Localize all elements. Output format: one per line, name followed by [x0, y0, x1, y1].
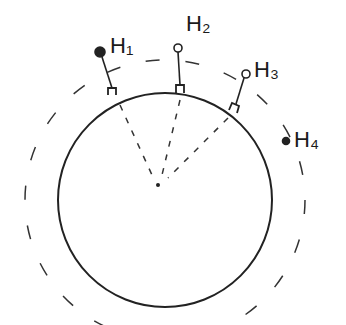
particle-label: H₁ [108, 34, 135, 58]
tethers [102, 52, 244, 104]
radial-dashes [120, 100, 228, 178]
dashed-field [25, 60, 305, 325]
binding-pegs [108, 85, 239, 113]
particle-dots [95, 44, 290, 145]
particle-label: H₄ [292, 128, 321, 152]
center-dot [156, 183, 160, 187]
particle-label: H₃ [252, 58, 281, 82]
particle-label: H₂ [184, 12, 212, 36]
sphere-outline [58, 93, 272, 307]
